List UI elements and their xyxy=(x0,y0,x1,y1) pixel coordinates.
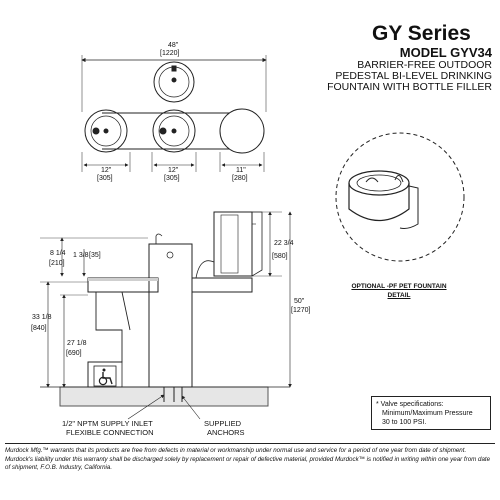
bottom-dim-mm-label: [280] xyxy=(232,175,248,182)
center-pedestal xyxy=(148,243,193,388)
supply-inlet-callout: 1/2" NPTM SUPPLY INLET xyxy=(62,419,153,428)
bottle-filler-tower xyxy=(213,211,253,277)
height-dim-mm-label: [1270] xyxy=(291,307,311,314)
height-dim-mm-label: [840] xyxy=(31,325,47,332)
height-dim-label: 27 1/8 xyxy=(67,340,87,347)
height-dim-mm-label: [210] xyxy=(49,260,65,267)
overall-width-label: 48" xyxy=(168,42,179,49)
valve-spec-note: * Valve specifications: Minimum/Maximum … xyxy=(371,396,491,430)
anchors-callout: ANCHORS xyxy=(207,428,245,437)
bottom-dim-mm-label: [305] xyxy=(164,175,180,182)
description-line: BARRIER-FREE OUTDOOR xyxy=(357,59,492,71)
height-dim-label: 1 3/8 xyxy=(73,252,89,259)
height-dim-label: 22 3/4 xyxy=(274,240,294,247)
height-dim-mm-label: [35] xyxy=(89,252,101,259)
bottom-dim-label: 11" xyxy=(236,167,246,174)
supply-inlet-callout: FLEXIBLE CONNECTION xyxy=(66,428,154,437)
plan-view xyxy=(81,55,267,172)
side-elevation xyxy=(40,211,292,420)
warranty-text: Murdock Mfg.™ warrants that its products… xyxy=(5,443,495,477)
bottle-filler-plan xyxy=(219,108,265,154)
left-basin-plan xyxy=(84,109,128,153)
description-line: PEDESTAL BI-LEVEL DRINKING xyxy=(335,70,492,82)
description-line: FOUNTAIN WITH BOTTLE FILLER xyxy=(327,81,492,93)
middle-basin-plan xyxy=(152,109,196,153)
series-title: GY Series xyxy=(372,22,471,45)
overall-width-mm-label: [1220] xyxy=(160,50,180,57)
height-dim-mm-label: [580] xyxy=(272,253,288,260)
height-dim-label: 8 1/4 xyxy=(50,250,66,257)
valve-note-line: * Valve specifications: xyxy=(376,401,444,408)
bottom-dim-label: 12" xyxy=(101,167,112,174)
upper-basin-plan xyxy=(153,61,195,103)
model-name: MODEL GYV34 xyxy=(399,45,492,60)
height-dim-mm-label: [690] xyxy=(66,350,82,357)
detail-label: OPTIONAL -PF PET FOUNTAIN DETAIL xyxy=(351,283,447,299)
pet-fountain-detail xyxy=(335,132,465,262)
valve-note-line: 30 to 100 PSI. xyxy=(382,419,427,426)
anchors-callout: SUPPLIED xyxy=(204,419,242,428)
valve-note-line: Minimum/Maximum Pressure xyxy=(382,410,473,417)
height-dim-label: 50" xyxy=(294,298,305,305)
bottom-dim-mm-label: [305] xyxy=(97,175,113,182)
wheelchair-icon xyxy=(93,365,117,387)
upper-basin-body xyxy=(191,277,253,293)
bottom-dim-label: 12" xyxy=(168,167,179,174)
height-dim-label: 33 1/8 xyxy=(32,314,52,321)
